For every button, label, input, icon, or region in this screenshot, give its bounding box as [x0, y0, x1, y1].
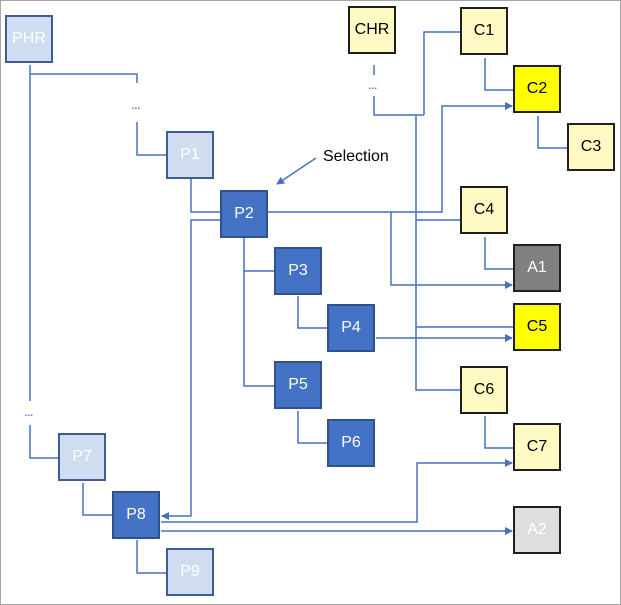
edge-p3-p4: [297, 296, 327, 329]
arrow-p8-c7: [161, 459, 513, 523]
selection-annotation: Selection: [323, 148, 389, 165]
node-p1[interactable]: P1: [166, 131, 214, 179]
node-phr[interactable]: PHR: [5, 15, 53, 63]
arrow-p2-p8: [161, 219, 220, 520]
node-p9[interactable]: P9: [166, 548, 214, 596]
edge-p1-p2: [190, 178, 220, 213]
node-p7[interactable]: P7: [58, 433, 106, 481]
node-p4[interactable]: P4: [327, 304, 375, 352]
ellipsis-primary-upper: ...: [131, 96, 141, 112]
node-c3[interactable]: C3: [567, 123, 615, 171]
edge-p2-p5: [243, 271, 274, 387]
edge-c6-c7: [484, 416, 513, 449]
node-chr[interactable]: CHR: [348, 6, 396, 54]
edge-p5-p6: [297, 411, 327, 444]
ellipsis-primary-lower: ...: [24, 403, 34, 419]
node-p3[interactable]: P3: [274, 247, 322, 295]
node-p5[interactable]: P5: [274, 361, 322, 409]
edge-chr-c1: [423, 31, 460, 115]
edge-ellipsis-p1: [136, 122, 166, 156]
node-c5[interactable]: C5: [513, 303, 561, 351]
node-c6[interactable]: C6: [460, 366, 508, 414]
node-c1[interactable]: C1: [460, 7, 508, 55]
edge-c1-c2: [484, 58, 513, 91]
node-p2[interactable]: P2: [220, 190, 268, 238]
node-c7[interactable]: C7: [513, 423, 561, 471]
selection-arrow: [276, 157, 317, 185]
arrow-p2-a1: [390, 212, 513, 289]
edge-chr-ellipsis-down: [373, 96, 424, 116]
node-c2[interactable]: C2: [513, 65, 561, 113]
edge-phr-ellipsis-p1: [29, 65, 138, 83]
edge-p7-p8: [82, 483, 112, 516]
edge-c4-a1: [484, 237, 513, 270]
edge-chr-c4-c5-c6: [415, 115, 460, 391]
node-p6[interactable]: P6: [327, 419, 375, 467]
edge-ellipsis-p7: [29, 425, 58, 459]
arrow-p2-c2: [268, 102, 513, 213]
node-p8[interactable]: P8: [112, 491, 160, 539]
edge-p8-p9: [136, 540, 166, 574]
edge-c2-c3: [537, 116, 567, 149]
node-c4[interactable]: C4: [460, 186, 508, 234]
node-a1[interactable]: A1: [513, 244, 561, 292]
ellipsis-cross: ...: [368, 76, 378, 92]
edge-p2-p3: [243, 238, 274, 272]
node-a2[interactable]: A2: [513, 506, 561, 554]
